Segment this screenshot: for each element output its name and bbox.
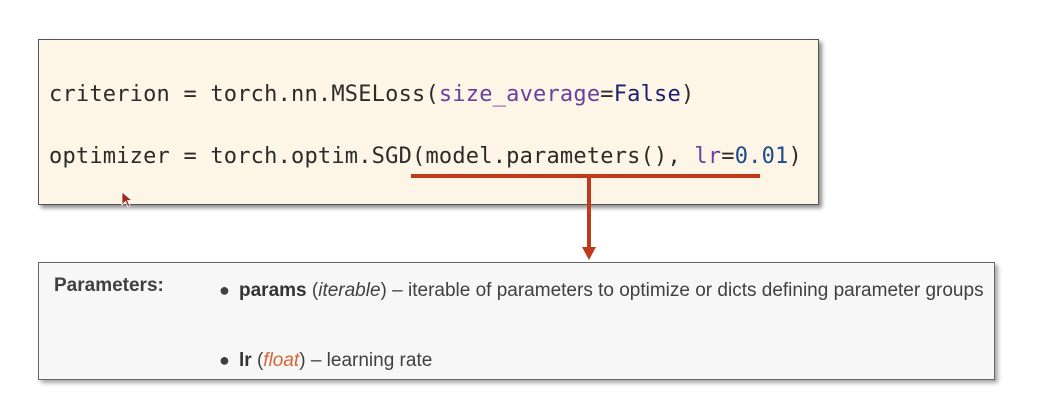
- highlight-underline: [411, 174, 760, 178]
- keyword-argument: size_average: [438, 82, 601, 107]
- equals-sign: =: [600, 82, 614, 107]
- numeric-value: 0.01: [734, 144, 789, 169]
- parameter-type: iterable: [318, 280, 381, 301]
- paren-open: (: [251, 350, 264, 371]
- bullet-icon: ●: [219, 280, 230, 300]
- equals-sign: =: [721, 144, 735, 169]
- arrow-down-icon: [587, 176, 591, 250]
- closing-paren: ): [680, 82, 695, 107]
- code-line-optimizer: optimizer = torch.optim.SGD(model.parame…: [49, 144, 802, 169]
- parameter-item-params: ● params (iterable) – iterable of parame…: [219, 273, 984, 308]
- code-text: optimizer = torch.optim.SGD(model.parame…: [49, 144, 695, 169]
- keyword-argument: lr: [694, 144, 722, 169]
- code-text: criterion = torch.nn.MSELoss(: [49, 82, 439, 107]
- arrow-head-icon: [582, 247, 596, 260]
- parameter-description: – learning rate: [305, 350, 433, 371]
- paren-close: ): [299, 350, 306, 371]
- code-snippet: criterion = torch.nn.MSELoss(size_averag…: [38, 39, 819, 205]
- paren-open: (: [306, 280, 319, 301]
- parameter-name: params: [239, 280, 307, 301]
- mouse-pointer-icon: [121, 191, 134, 208]
- parameter-name: lr: [239, 350, 252, 371]
- parameter-item-lr: ● lr (float) – learning rate: [219, 343, 984, 378]
- constant-value: False: [613, 82, 681, 107]
- parameters-doc-panel: Parameters: ● params (iterable) – iterab…: [38, 262, 995, 380]
- closing-paren: ): [788, 144, 802, 169]
- bullet-icon: ●: [219, 350, 230, 370]
- parameter-type-link[interactable]: float: [263, 350, 300, 371]
- parameters-heading: Parameters:: [54, 275, 164, 296]
- paren-close: ): [380, 280, 387, 301]
- code-line-criterion: criterion = torch.nn.MSELoss(size_averag…: [49, 82, 694, 107]
- parameter-description: – iterable of parameters to optimize or …: [386, 280, 984, 301]
